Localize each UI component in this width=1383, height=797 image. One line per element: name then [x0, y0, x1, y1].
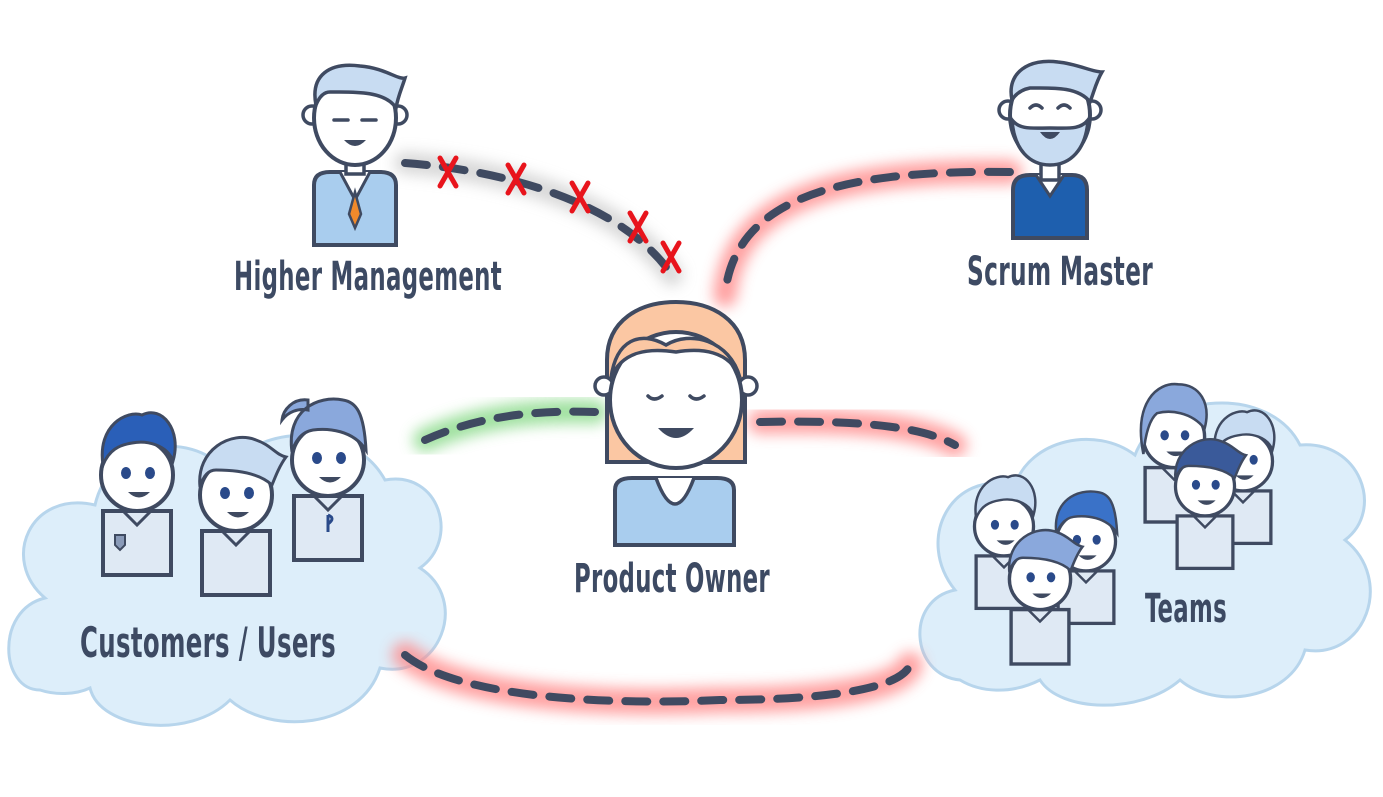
teams-group: [972, 382, 1276, 666]
higher-management-avatar: [301, 63, 409, 247]
blocked-cross-marks: [437, 155, 682, 274]
connection-scrum-master-product-owner: [713, 159, 1022, 307]
customer-person-1: [99, 411, 177, 577]
customers-users-label: Customers / Users: [80, 618, 336, 667]
product-owner-avatar: [593, 299, 759, 547]
team-member-1: [1139, 382, 1208, 524]
customer-person-2: [198, 435, 289, 597]
connection-higher-management-product-owner: [394, 152, 683, 286]
team-member-6: [1007, 528, 1085, 666]
team-member-4: [972, 474, 1037, 611]
connection-product-owner-teams: [748, 409, 967, 457]
higher-management-label: Higher Management: [234, 254, 502, 300]
customer-person-3: [279, 397, 368, 562]
scrum-master-label: Scrum Master: [967, 249, 1153, 295]
customers-group: [99, 397, 368, 597]
scrum-master-avatar: [997, 59, 1106, 240]
teams-label: Teams: [1145, 586, 1227, 632]
team-member-5: [1054, 490, 1119, 626]
team-member-2: [1211, 409, 1276, 546]
product-owner-label: Product Owner: [574, 556, 770, 602]
connection-customers-teams: [392, 642, 923, 715]
connection-customers-product-owner: [413, 399, 607, 452]
team-member-3: [1173, 438, 1249, 571]
